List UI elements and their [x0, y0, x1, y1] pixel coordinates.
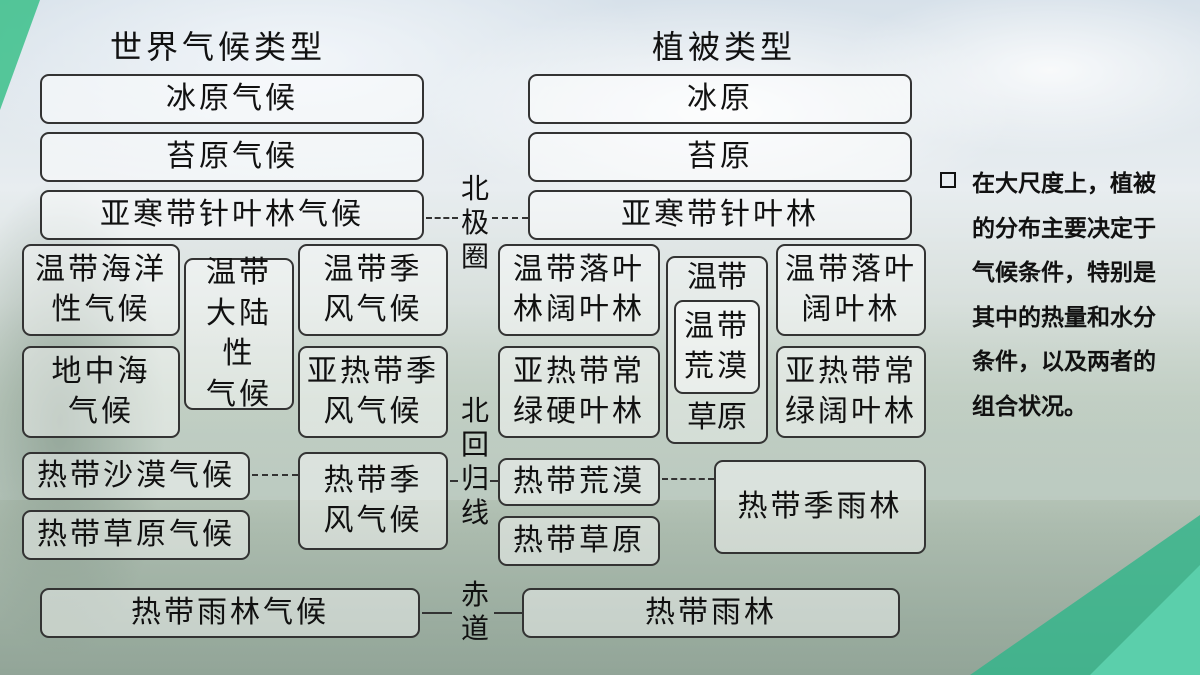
climate-temperate-continental: 温带 大陆性 气候: [184, 255, 294, 412]
equator-label: 赤 道: [460, 578, 489, 645]
arctic-circle-label: 北 极 圈: [460, 172, 489, 273]
connector-equator-right: [494, 612, 522, 614]
vegetation-tropical-desert: 热带荒漠: [498, 458, 660, 506]
climate-temperate-maritime: 温带海洋 性气候: [22, 244, 180, 336]
vegetation-temperate-deciduous-right: 温带落叶 阔叶林: [776, 244, 926, 336]
climate-tundra: 苔原气候: [40, 132, 424, 182]
square-bullet-icon: [940, 172, 956, 188]
vegetation-ice: 冰原: [528, 74, 912, 124]
vegetation-temperate-group: [666, 256, 768, 444]
connector-tropic-right: [490, 480, 498, 482]
vegetation-temperate-grassland: 草原: [687, 400, 747, 435]
vegetation-tropical-monsoon-forest: 热带季雨林: [714, 460, 926, 554]
vegetation-types-header: 植被类型: [652, 28, 797, 66]
climate-mediterranean: 地中海 气候: [22, 346, 180, 438]
connector-arctic-left: [426, 217, 458, 219]
corner-decoration-bottom-right-inner: [1090, 565, 1200, 675]
vegetation-subtropical-evergreen-broadleaf: 亚热带常 绿阔叶林: [776, 346, 926, 438]
connector-arctic-right: [492, 217, 528, 219]
climate-tropical-rainforest: 热带雨林气候: [40, 588, 420, 638]
corner-decoration-top-left: [0, 0, 40, 110]
climate-tropical-monsoon: 热带季 风气候: [298, 452, 448, 550]
vegetation-temperate-deciduous-broadleaf: 温带落叶 林阔叶林: [498, 244, 660, 336]
vegetation-subtropical-sclerophyll: 亚热带常 绿硬叶林: [498, 346, 660, 438]
vegetation-tropical-savanna: 热带草原: [498, 516, 660, 566]
connector-desert-climate: [252, 474, 298, 476]
climate-ice: 冰原气候: [40, 74, 424, 124]
note-text: 在大尺度上，植被的分布主要决定于气候条件，特别是其中的热量和水分条件，以及两者的…: [972, 171, 1156, 420]
connector-desert-monsoon: [662, 478, 714, 480]
connector-equator-left: [422, 612, 452, 614]
vegetation-tundra: 苔原: [528, 132, 912, 182]
vegetation-tropical-rainforest: 热带雨林: [522, 588, 900, 638]
climate-subarctic: 亚寒带针叶林气候: [40, 190, 424, 240]
climate-subtropical-monsoon: 亚热带季 风气候: [298, 346, 448, 438]
vegetation-temperate-label: 温带: [687, 260, 747, 295]
climate-tropical-desert: 热带沙漠气候: [22, 452, 250, 500]
tropic-of-cancer-label: 北 回 归 线: [460, 394, 489, 529]
vegetation-temperate-desert: 温带 荒漠: [674, 300, 760, 394]
climate-temperate-monsoon: 温带季 风气候: [298, 244, 448, 336]
climate-types-header: 世界气候类型: [110, 28, 327, 66]
connector-tropic-left: [450, 480, 458, 482]
vegetation-taiga: 亚寒带针叶林: [528, 190, 912, 240]
climate-tropical-savanna: 热带草原气候: [22, 510, 250, 560]
